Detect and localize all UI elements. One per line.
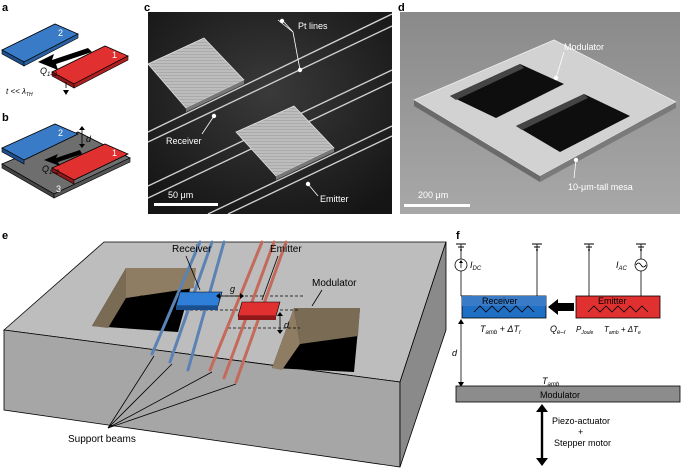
plate-1-red-b [51, 143, 129, 185]
emitter-label-e: Emitter [270, 244, 302, 255]
receiver-pad-e [175, 291, 223, 307]
sem-image-c: Pt lines Receiver Emitter 50 μm [148, 12, 392, 214]
scale-bar-d [404, 204, 470, 207]
receiver-label-c: Receiver [166, 136, 202, 146]
panel-letter-d: d [398, 2, 405, 14]
scale-label-c: 50 μm [168, 190, 193, 200]
gap-d-label-e: d [284, 320, 290, 330]
plate-1-label-b: 1 [112, 148, 117, 158]
modulator-bar-f [455, 385, 681, 403]
scale-label-d: 200 μm [418, 190, 448, 200]
heat-flow-arrow [38, 48, 92, 70]
panel-letter-f: f [456, 230, 460, 242]
plate-2-label: 2 [58, 28, 63, 38]
mesa-label-d: 10-μm-tall mesa [568, 182, 633, 192]
emitter-label-f: Emitter [598, 296, 627, 306]
flux-label-b: Q1–2 [42, 164, 60, 176]
ground-symbols [456, 243, 646, 251]
actuator-plus: + [578, 427, 583, 437]
modulator-label-f: Modulator [540, 390, 580, 400]
i-dc-label: IDC [470, 260, 482, 272]
panel-letter-b: b [2, 112, 9, 124]
panel-a-diagram: 2 1 Q1–2 t << λTH [1, 23, 129, 98]
plate-1-label: 1 [112, 50, 117, 60]
sem-d-drawing: Modulator 10-μm-tall mesa 200 μm [400, 12, 680, 214]
actuator-label-2: Stepper motor [554, 438, 611, 448]
modulator-hole-1 [450, 64, 564, 118]
t-amb-label: Tamb [542, 376, 560, 388]
actuator-label-1: Piezo-actuator [552, 416, 610, 426]
q-label-f: Qe–r [550, 324, 567, 336]
p-joule-label: PJoule [576, 325, 594, 336]
i-ac-label: IAC [616, 260, 628, 272]
emitter-box [575, 295, 661, 319]
heat-flow-arrow-b [44, 150, 82, 166]
plate-2-blue [1, 23, 79, 67]
emitter-resistor-icon [587, 305, 649, 313]
pt-lines-label: Pt lines [298, 21, 328, 31]
plate-3-label: 3 [56, 184, 61, 194]
emitter-pad-e [237, 301, 281, 317]
panel-b-diagram: 3 2 1 Q1–2 d [1, 123, 131, 199]
scale-bar-c [154, 203, 218, 206]
t-emitter-label: Tamb + ΔTe [604, 325, 641, 336]
plate-1-red [51, 45, 129, 89]
heat-arrow-f [548, 299, 574, 315]
emitter-label-c: Emitter [320, 194, 349, 204]
modulator-label-e: Modulator [312, 278, 357, 289]
gap-d-label-f: d [452, 348, 458, 358]
sem-c-drawing: Pt lines Receiver Emitter 50 μm [148, 12, 392, 214]
gap-d-label-b: d [86, 134, 92, 144]
modulator-label-d: Modulator [564, 42, 604, 52]
gap-g-label-e: g [230, 284, 235, 294]
plate-2-label-b: 2 [58, 128, 63, 138]
receiver-label-f: Receiver [482, 296, 518, 306]
panel-e-diagram: g d Receiver Emitter Modulator Support b… [3, 240, 447, 468]
plate-2-blue-b [1, 123, 79, 165]
support-beams-label: Support beams [68, 434, 136, 445]
gap-label-a: t << λTH [6, 87, 33, 98]
receiver-label-e: Receiver [172, 244, 212, 255]
modulator-hole-2 [516, 94, 630, 152]
sem-image-d: Modulator 10-μm-tall mesa 200 μm [400, 12, 680, 214]
receiver-resistor-icon [473, 305, 535, 313]
t-receiver-label: Tamb + ΔTr [480, 324, 522, 336]
panel-letter-a: a [2, 2, 9, 14]
panel-f-circuit: IDC IAC Receiver Emitter Tamb + ΔTr Qe–r… [452, 243, 681, 466]
panel-letter-e: e [2, 230, 9, 242]
panel-letter-c: c [144, 2, 151, 14]
flux-label-a: Q1–2 [40, 66, 58, 78]
